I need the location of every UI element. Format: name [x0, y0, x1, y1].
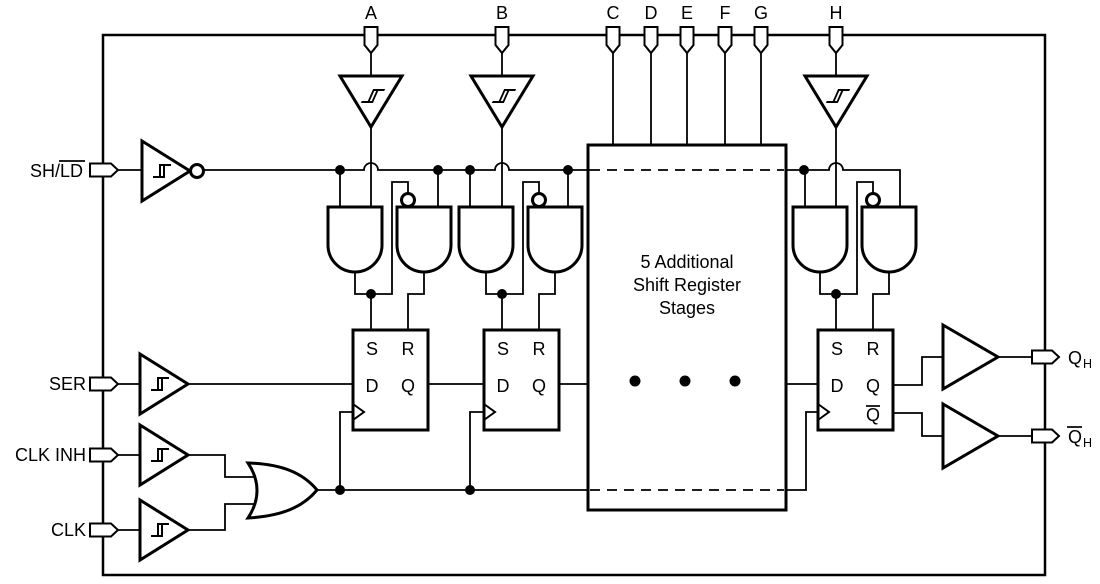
- hysteresis-icon: [491, 89, 517, 103]
- pin-shld-label-ld: LD: [60, 161, 83, 181]
- pin-shld-icon: [89, 162, 120, 178]
- ff-qbar-label: Q: [866, 405, 880, 425]
- stage-h-gates: [791, 192, 918, 274]
- reset-and-gate-icon: [860, 205, 918, 274]
- pin-qh-label: Q: [1068, 348, 1082, 368]
- pin-b-icon: [494, 26, 510, 55]
- shld-line-right: [786, 162, 901, 207]
- pin-qh-bar-label: Q: [1068, 427, 1082, 447]
- stage-b-gates: [457, 192, 584, 274]
- ff-q-label: Q: [532, 376, 546, 396]
- pin-clk-icon: [89, 522, 120, 538]
- ff-set-label: S: [366, 339, 378, 359]
- pin-clk-inh-icon: [89, 447, 120, 463]
- hysteresis-icon: [360, 89, 386, 103]
- pin-clk-label: CLK: [51, 520, 86, 540]
- pin-labels: A B C D E F G H SH/ LD SER CLK INH CLK Q…: [15, 3, 1092, 540]
- schmitt-buffer-icon: [138, 351, 191, 417]
- pin-f-icon: [717, 26, 733, 55]
- reset-and-gate-icon: [526, 205, 584, 274]
- hysteresis-icon: [151, 448, 169, 462]
- set-and-gate-icon: [791, 205, 849, 274]
- input-buffer-b: [468, 74, 536, 130]
- pin-qh-bar-icon: [1031, 428, 1061, 444]
- pin-c-icon: [605, 26, 621, 55]
- pin-a-label: A: [365, 3, 377, 23]
- clock-chevron-icon: [483, 403, 497, 421]
- pin-h-icon: [828, 26, 844, 55]
- set-and-gate-icon: [326, 205, 384, 274]
- pin-ser-label: SER: [49, 374, 86, 394]
- device-border: [101, 33, 1047, 577]
- schmitt-buffer-icon: [138, 497, 191, 563]
- ff-q-label: Q: [866, 376, 880, 396]
- schmitt-buffer-icon: [138, 422, 191, 488]
- pin-e-icon: [679, 26, 695, 55]
- ff-data-label: D: [497, 376, 510, 396]
- ser-buffer: [138, 351, 191, 417]
- clock-or-gate-icon: [245, 461, 319, 520]
- hysteresis-icon: [151, 377, 169, 391]
- ff-data-label: D: [831, 376, 844, 396]
- set-and-gate-icon: [457, 205, 515, 274]
- inverted-input-bubble-icon: [400, 192, 416, 208]
- pin-h-label: H: [830, 3, 843, 23]
- inverted-input-bubble-icon: [865, 192, 881, 208]
- pin-a-icon: [363, 26, 379, 55]
- clock-chevron-icon: [352, 403, 366, 421]
- ff-reset-label: R: [533, 339, 546, 359]
- stage-box-line3: Stages: [659, 298, 715, 318]
- pin-g-label: G: [754, 3, 768, 23]
- inverted-input-bubble-icon: [531, 192, 547, 208]
- pin-c-label: C: [607, 3, 620, 23]
- stage-box-line2: Shift Register: [633, 275, 741, 295]
- junction-dots: [335, 165, 841, 495]
- pin-d-icon: [643, 26, 659, 55]
- wires: [118, 53, 1032, 531]
- additional-stages-box: [586, 143, 788, 512]
- pin-ser-icon: [89, 376, 120, 392]
- pin-qh-subscript: H: [1083, 357, 1092, 371]
- pin-shld-label-prefix: SH/: [30, 161, 60, 181]
- flip-flop-b: S R D Q: [482, 328, 561, 432]
- clk-buffer: [138, 497, 191, 563]
- ff-reset-label: R: [867, 339, 880, 359]
- pins: [89, 26, 1061, 538]
- clock-chevron-icon: [817, 403, 831, 421]
- ff-set-label: S: [831, 339, 843, 359]
- schmitt-inverter-icon: [140, 138, 193, 204]
- qh-output-buffer-icon: [941, 322, 1001, 392]
- ff-q-label: Q: [401, 376, 415, 396]
- ff-data-label: D: [366, 376, 379, 396]
- pin-d-label: D: [645, 3, 658, 23]
- pin-e-label: E: [681, 3, 693, 23]
- pin-g-icon: [753, 26, 769, 55]
- hysteresis-icon: [153, 164, 171, 178]
- stage-a-gates: [326, 192, 453, 274]
- reset-and-gate-icon: [395, 205, 453, 274]
- shld-inverter: [140, 138, 205, 204]
- stage-box-line1: 5 Additional: [640, 252, 733, 272]
- clk-inh-buffer: [138, 422, 191, 488]
- hysteresis-icon: [825, 89, 851, 103]
- ff-set-label: S: [497, 339, 509, 359]
- pin-qh-icon: [1031, 349, 1061, 365]
- input-buffer-a: [337, 74, 405, 130]
- pin-f-label: F: [720, 3, 731, 23]
- ellipsis-dots: [629, 375, 741, 387]
- input-buffer-h: [802, 74, 870, 130]
- qh-bar-output-buffer-icon: [941, 401, 1001, 471]
- stage-box-label: 5 Additional Shift Register Stages: [633, 252, 741, 318]
- shld-line-left: [204, 162, 590, 171]
- hysteresis-icon: [151, 523, 169, 537]
- flip-flop-h: S R D Q Q: [816, 328, 895, 432]
- pin-qh-bar-subscript: H: [1083, 436, 1092, 450]
- flip-flop-a: S R D Q: [351, 328, 430, 432]
- pin-clk-inh-label: CLK INH: [15, 445, 86, 465]
- inverter-bubble-icon: [189, 163, 205, 179]
- pin-b-label: B: [496, 3, 508, 23]
- ff-reset-label: R: [402, 339, 415, 359]
